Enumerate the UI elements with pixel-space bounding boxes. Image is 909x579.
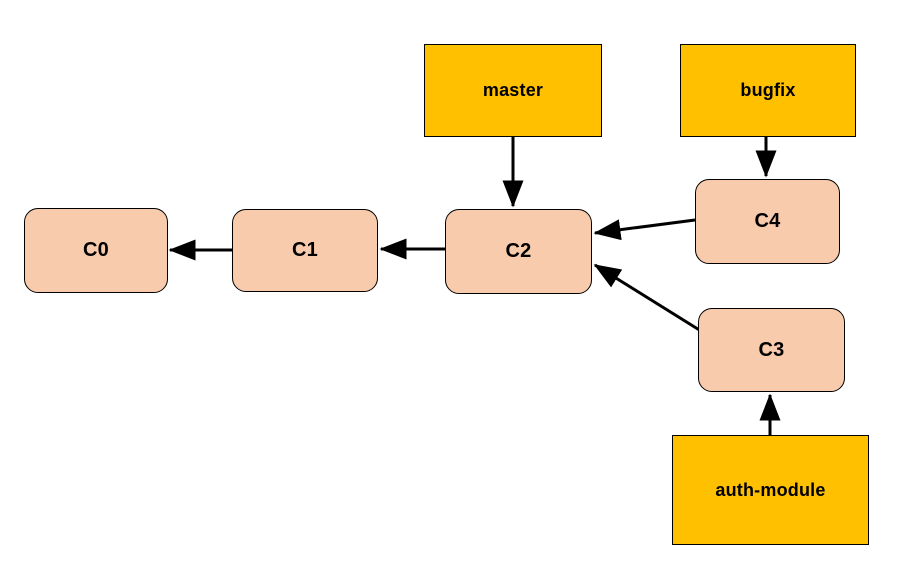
commit-label-c1: C1 [292, 239, 318, 261]
branch-node-master[interactable]: master [424, 44, 602, 137]
edge-c4-to-c2 [593, 218, 696, 241]
branch-node-bugfix[interactable]: bugfix [680, 44, 856, 137]
commit-node-c4[interactable]: C4 [695, 179, 840, 264]
branch-label-bugfix: bugfix [740, 80, 796, 100]
branch-label-master: master [482, 80, 544, 100]
commit-label-c3: C3 [758, 338, 785, 361]
branch-label-auth-module: auth-module [715, 479, 826, 500]
commit-node-c0[interactable]: C0 [24, 208, 168, 293]
commit-label-c2: C2 [505, 240, 532, 262]
branch-node-auth-module[interactable]: auth-module [672, 435, 869, 545]
commit-node-c3[interactable]: C3 [698, 308, 845, 392]
commit-label-c4: C4 [754, 210, 781, 232]
commit-node-c2[interactable]: C2 [445, 209, 592, 294]
commit-label-c0: C0 [83, 239, 109, 261]
commit-node-c1[interactable]: C1 [232, 209, 378, 292]
edge-c3-to-c2 [593, 263, 702, 333]
